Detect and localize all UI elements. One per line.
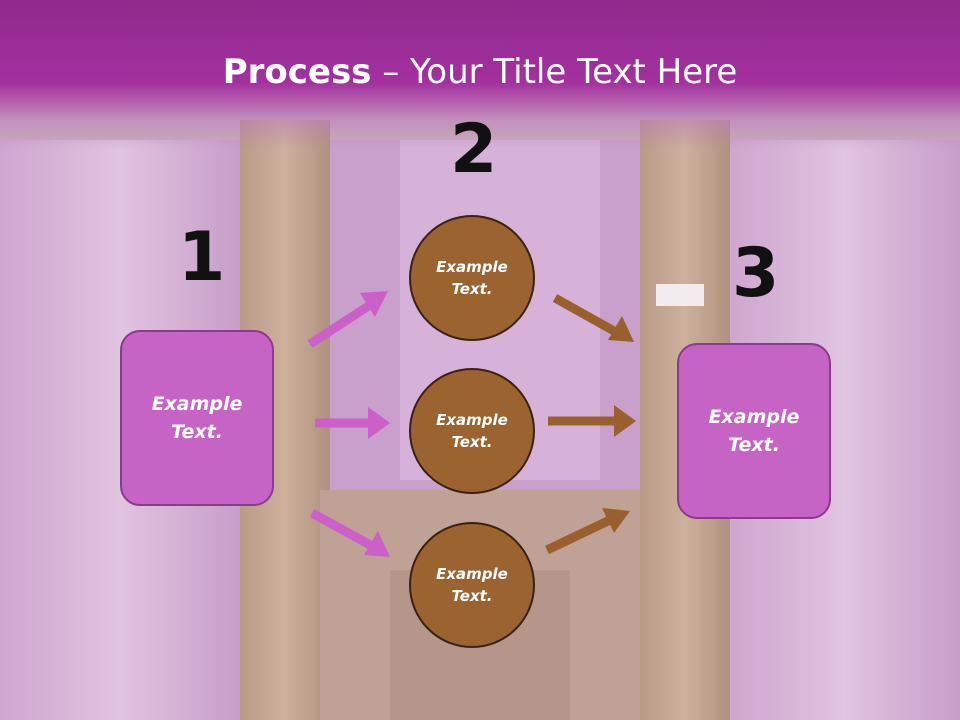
step-number-1: 1 — [178, 218, 226, 297]
middle-circle-center-text: Example Text. — [436, 410, 508, 452]
middle-circle-center[interactable]: Example Text. — [409, 368, 535, 494]
arrow-center-to-right — [548, 405, 636, 437]
middle-circle-bottom-text: Example Text. — [436, 564, 508, 606]
title-bold: Process — [222, 52, 372, 92]
title-bar — [0, 0, 960, 150]
step-number-3: 3 — [732, 234, 780, 313]
left-box[interactable]: Example Text. — [120, 330, 274, 506]
arrow-top-to-right — [552, 294, 634, 342]
right-box[interactable]: Example Text. — [677, 343, 831, 519]
arrow-bottom-to-right — [545, 508, 630, 555]
arrow-left-to-bottom — [309, 509, 390, 557]
title-rest: – Your Title Text Here — [371, 52, 738, 92]
step-number-2: 2 — [450, 110, 498, 189]
arrow-left-to-top — [307, 291, 388, 348]
right-box-text: Example Text. — [708, 405, 800, 457]
left-box-text: Example Text. — [151, 392, 243, 444]
page-title: Process – Your Title Text Here — [0, 52, 960, 92]
middle-circle-top-text: Example Text. — [436, 257, 508, 299]
middle-circle-top[interactable]: Example Text. — [409, 215, 535, 341]
arrow-left-to-center — [315, 407, 390, 439]
middle-circle-bottom[interactable]: Example Text. — [409, 522, 535, 648]
